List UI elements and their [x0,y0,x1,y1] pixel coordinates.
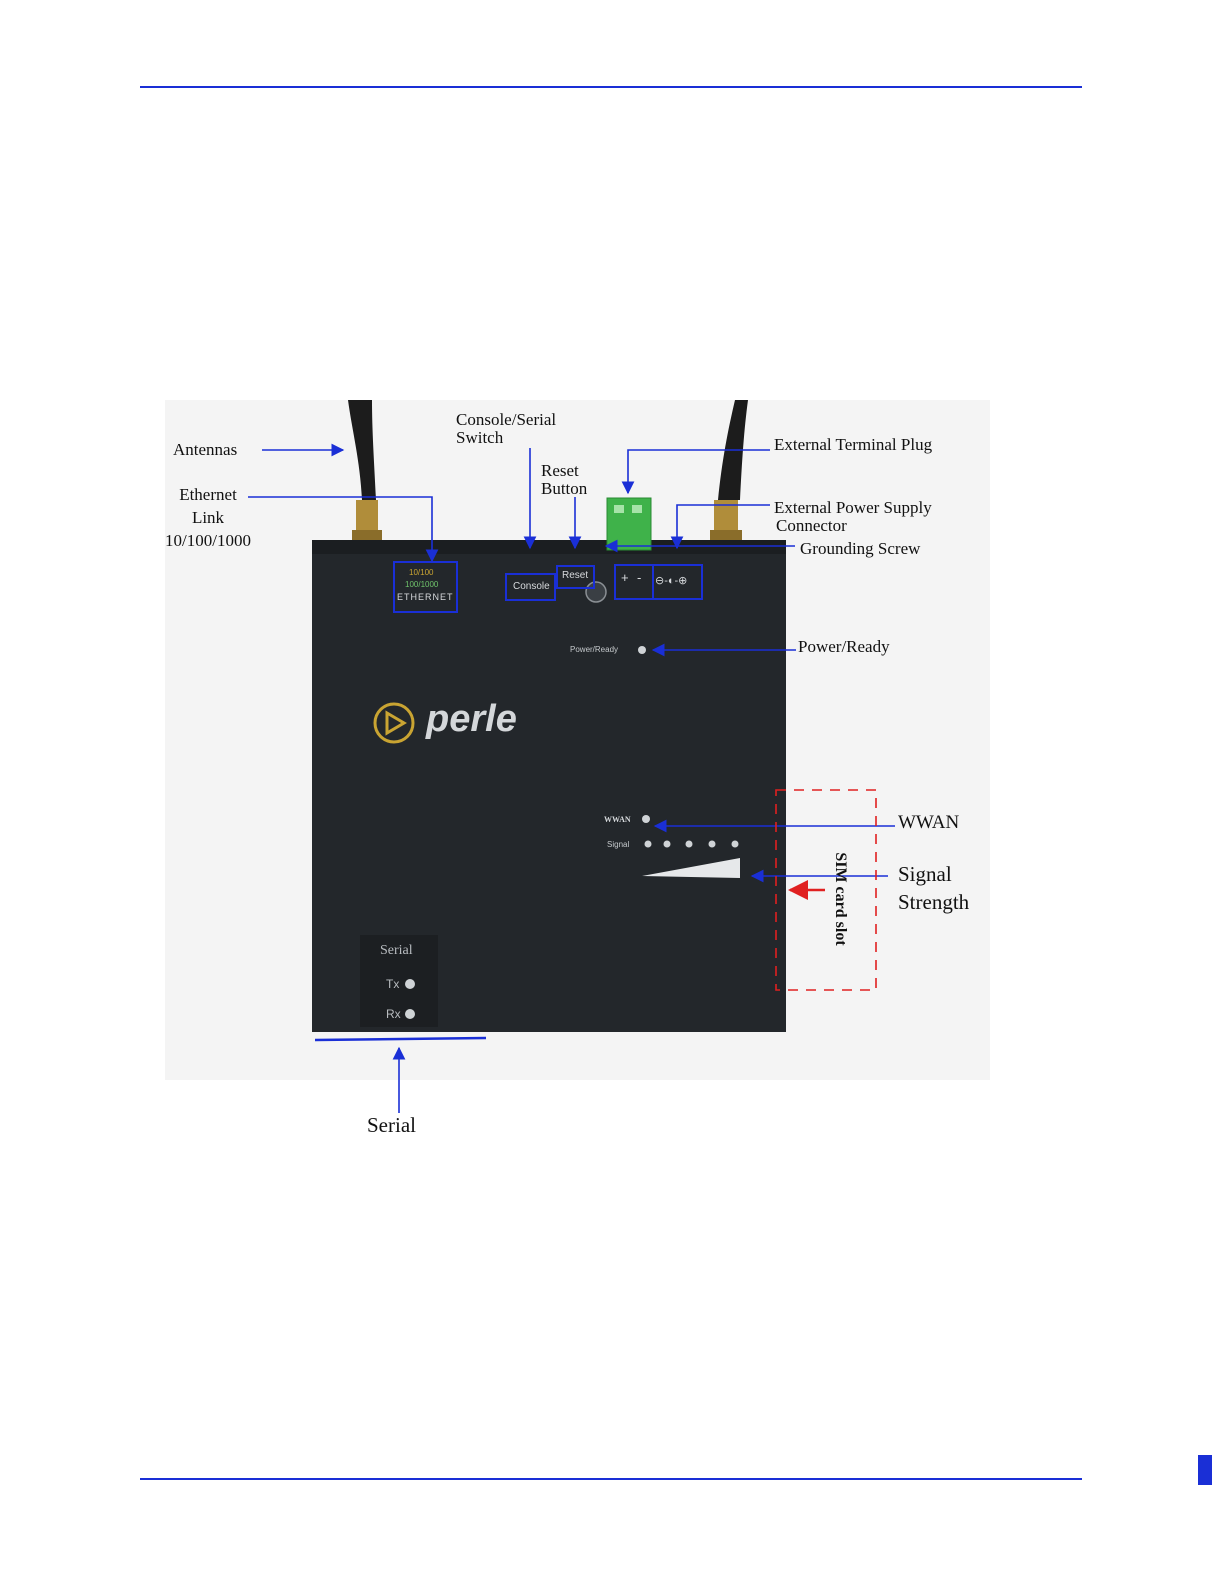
antennas-label: Antennas [173,441,237,459]
minus-text: - [637,570,641,585]
sim-slot-label: SIM card slot [831,839,849,959]
power-polarity-symbol: ⊖-◐-⊕ [655,574,687,587]
rx-led [405,1009,415,1019]
wwan-led [642,815,650,823]
tx-led [405,979,415,989]
tx-text: Tx [386,977,399,991]
console-switch-line-1: Console/Serial [456,411,556,429]
ethernet-link-label: Ethernet Link 10/100/1000 [160,486,256,550]
signal-strength-label: Signal Strength [898,860,969,916]
power-ready-label: Power/Ready [798,638,890,656]
ethernet-link-line-1: Ethernet [160,486,256,504]
power-ready-led [638,646,646,654]
reset-button-line-1: Reset [541,462,587,480]
grounding-screw-label: Grounding Screw [800,540,920,558]
ethernet-link-line-2: Link [160,509,256,527]
grounding-screw [586,582,606,602]
reset-button-label: Reset Button [541,462,587,498]
console-switch-line-2: Switch [456,429,556,447]
wwan-text: WWAN [604,815,631,824]
power-supply-label: External Power Supply Connector [774,499,932,535]
signal-strength-line-2: Strength [898,888,969,916]
signal-strength-line-1: Signal [898,860,969,888]
power-supply-line-2: Connector [776,517,932,535]
terminal-plug-label: External Terminal Plug [774,436,932,454]
console-switch-label: Console/Serial Switch [456,411,556,447]
terminal-plug [607,498,651,550]
plus-text: + [621,570,629,585]
serial-text: Serial [380,943,413,959]
power-ready-text: Power/Ready [570,645,618,654]
reset-button-line-2: Button [541,480,587,498]
signal-text: Signal [607,840,629,849]
ethernet-speed-2: 100/1000 [405,580,438,589]
serial-label: Serial [367,1111,416,1139]
ethernet-text: ETHERNET [397,592,454,602]
wwan-label: WWAN [898,809,959,837]
reset-text: Reset [562,570,588,581]
ethernet-speed-1: 10/100 [409,568,433,577]
console-text: Console [513,581,550,592]
ethernet-link-line-3: 10/100/1000 [160,532,256,550]
brand-logo-text: perle [426,698,517,741]
rx-text: Rx [386,1007,401,1021]
power-supply-line-1: External Power Supply [774,499,932,517]
